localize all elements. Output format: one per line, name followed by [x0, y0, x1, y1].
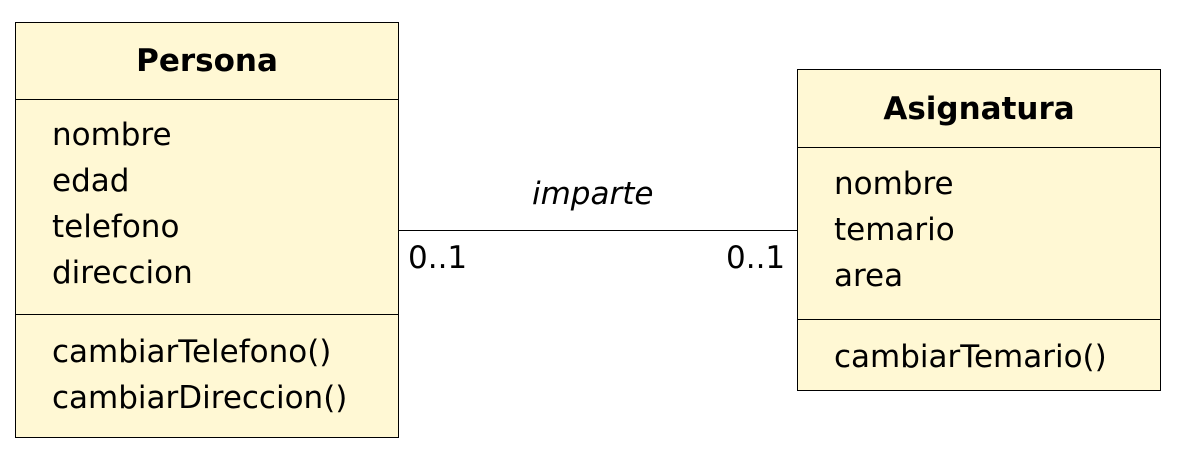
- operations-compartment-persona: cambiarTelefono() cambiarDireccion(): [16, 315, 398, 437]
- attributes-compartment-persona: nombre edad telefono direccion: [16, 100, 398, 315]
- multiplicity-left: 0..1: [408, 240, 468, 276]
- attribute-direccion: direccion: [52, 255, 193, 291]
- attribute-area: area: [834, 258, 904, 294]
- class-name-persona: Persona: [16, 23, 398, 100]
- attribute-temario: temario: [834, 212, 955, 248]
- attribute-edad: edad: [52, 163, 130, 199]
- class-asignatura: Asignatura nombre temario area cambiarTe…: [797, 69, 1161, 391]
- class-name-asignatura: Asignatura: [798, 70, 1160, 148]
- operation-cambiar-telefono: cambiarTelefono(): [52, 334, 332, 370]
- operation-cambiar-temario: cambiarTemario(): [834, 339, 1107, 375]
- operations-compartment-asignatura: cambiarTemario(): [798, 320, 1160, 380]
- association-line: [399, 230, 797, 231]
- attribute-nombre: nombre: [834, 166, 954, 202]
- operation-cambiar-direccion: cambiarDireccion(): [52, 380, 348, 416]
- attributes-compartment-asignatura: nombre temario area: [798, 148, 1160, 320]
- association-label: imparte: [532, 176, 654, 212]
- multiplicity-right: 0..1: [726, 240, 786, 276]
- attribute-nombre: nombre: [52, 117, 172, 153]
- class-persona: Persona nombre edad telefono direccion c…: [15, 22, 399, 438]
- attribute-telefono: telefono: [52, 209, 180, 245]
